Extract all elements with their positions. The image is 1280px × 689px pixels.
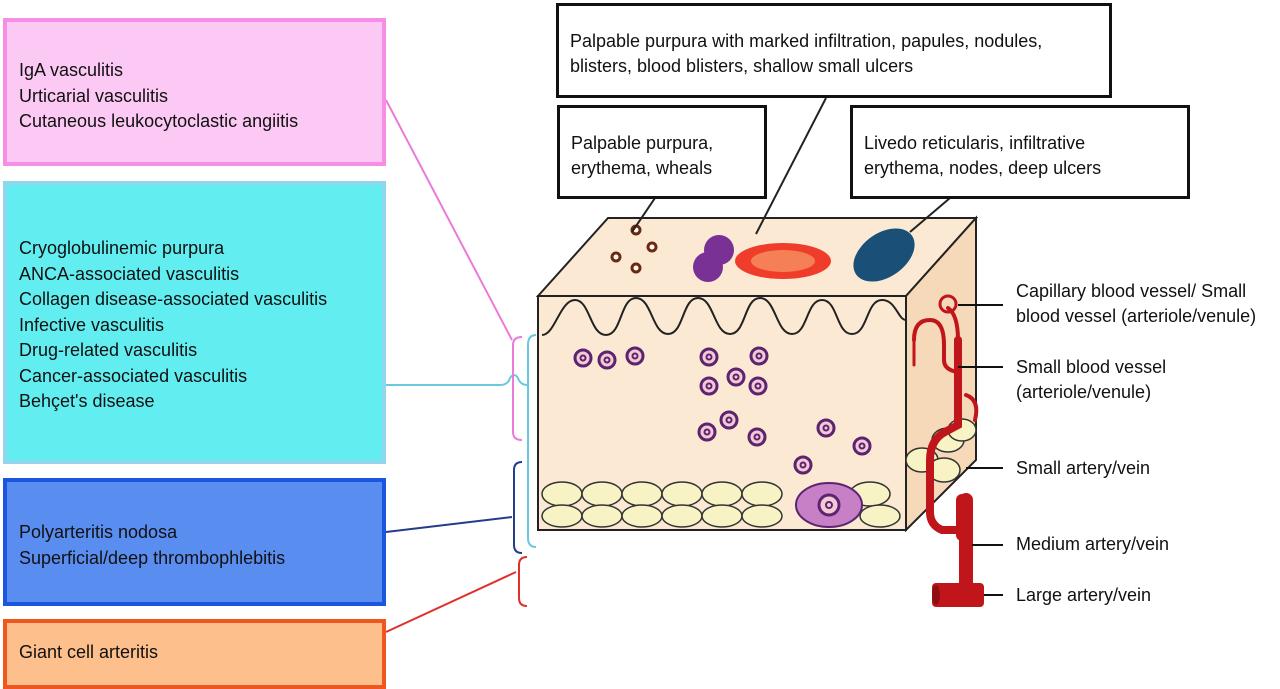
connector-orange <box>385 571 517 633</box>
disease-box-large-vessel: Giant cell arteritis <box>3 619 386 689</box>
disease-box-small-vessel-systemic: Cryoglobulinemic purpura ANCA-associated… <box>3 181 386 464</box>
disease-item: Cutaneous leukocytoclastic angiitis <box>19 111 299 131</box>
callout-line: Palpable purpura with marked infiltratio… <box>570 31 1043 51</box>
surface-lesions <box>610 224 915 282</box>
callout-line: Livedo reticularis, infiltrative <box>864 133 1086 153</box>
disease-item: Drug-related vasculitis <box>19 340 198 360</box>
callout-infiltrated-purpura: Palpable purpura with marked infiltratio… <box>556 3 1112 98</box>
pointer-top <box>755 97 827 235</box>
epidermis-line <box>541 296 907 337</box>
dermal-vessels <box>573 346 872 475</box>
vessel-tree <box>912 294 979 592</box>
vessel-label-line: blood vessel (arteriole/venule) <box>1016 306 1257 326</box>
vessel-label-line: Small blood vessel <box>1016 357 1167 377</box>
disease-item: Giant cell arteritis <box>19 642 159 662</box>
disease-item: Infective vasculitis <box>19 314 165 335</box>
bracket-blue <box>513 461 523 554</box>
vessel-label-small-vessel: Small blood vessel (arteriole/venule) <box>1016 355 1166 405</box>
disease-box-skin-small-vessel: IgA vasculitis Urticarial vasculitis Cut… <box>3 18 386 166</box>
bracket-cyan <box>527 334 537 548</box>
vessel-pointers <box>958 304 1003 596</box>
connector-pink <box>385 99 513 341</box>
medium-vessel-section <box>795 482 863 528</box>
callout-line: erythema, nodes, deep ulcers <box>864 158 1102 178</box>
connector-cyan <box>386 374 529 386</box>
pointer-right <box>909 197 951 233</box>
vessel-label-large-artery: Large artery/vein <box>1016 583 1151 608</box>
fat-layer <box>541 418 977 528</box>
pointer-left <box>631 197 656 233</box>
vessel-label-small-artery: Small artery/vein <box>1016 456 1150 481</box>
large-vessel <box>932 583 984 607</box>
disease-item: ANCA-associated vasculitis <box>19 263 240 284</box>
vessel-label-line: Medium artery/vein <box>1016 534 1170 554</box>
disease-item: Polyarteritis nodosa <box>19 522 178 542</box>
disease-item: Collagen disease-associated vasculitis <box>19 289 328 309</box>
vessel-label-line: Capillary blood vessel/ Small <box>1016 281 1247 301</box>
skin-vessel-diagram <box>385 97 1003 633</box>
disease-item: Cancer-associated vasculitis <box>19 365 248 386</box>
callout-line: erythema, wheals <box>571 158 713 178</box>
connector-blue <box>385 516 513 533</box>
callout-line: Palpable purpura, <box>571 133 714 153</box>
disease-box-medium-vessel: Polyarteritis nodosa Superficial/deep th… <box>3 478 386 606</box>
callout-livedo-reticularis: Livedo reticularis, infiltrative erythem… <box>850 105 1190 199</box>
callout-line: blisters, blood blisters, shallow small … <box>570 56 914 76</box>
disease-item: Behçet's disease <box>19 391 155 411</box>
vessel-label-capillary: Capillary blood vessel/ Small blood vess… <box>1016 279 1256 329</box>
vessel-label-line: Large artery/vein <box>1016 585 1152 605</box>
vessel-label-line: Small artery/vein <box>1016 458 1151 478</box>
disease-item: Cryoglobulinemic purpura <box>19 238 225 258</box>
disease-item: Superficial/deep thrombophlebitis <box>19 547 286 568</box>
disease-item: IgA vasculitis <box>19 60 124 80</box>
bracket-orange <box>518 556 528 607</box>
vessel-label-line: (arteriole/venule) <box>1016 382 1152 402</box>
callout-palpable-purpura: Palpable purpura, erythema, wheals <box>557 105 767 199</box>
bracket-pink <box>512 336 523 441</box>
vessel-label-medium-artery: Medium artery/vein <box>1016 532 1169 557</box>
disease-item: Urticarial vasculitis <box>19 85 169 106</box>
